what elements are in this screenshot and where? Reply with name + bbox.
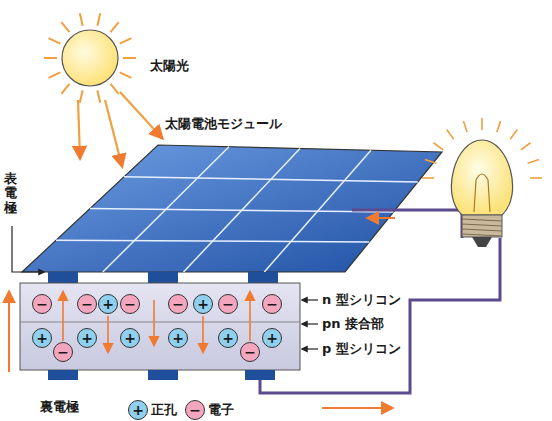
legend-text: 電子	[208, 402, 234, 418]
p-layer-label: p 型シリコン	[322, 341, 401, 357]
carrier-sign: −	[222, 295, 234, 313]
carrier-circle: +	[77, 328, 97, 348]
carrier-sign: −	[266, 295, 278, 313]
carrier-sign: −	[36, 295, 48, 313]
carrier-sign: −	[57, 343, 69, 361]
carrier-circle: −	[218, 294, 238, 314]
module-label: 太陽電池モジュール	[165, 116, 282, 132]
back-electrodes	[48, 370, 275, 380]
carrier-arrows	[63, 292, 250, 352]
carrier-circle: −	[32, 294, 52, 314]
carrier-sign: +	[36, 329, 48, 347]
carrier-sign: +	[222, 329, 234, 347]
sun-rays	[44, 13, 136, 103]
carrier-circle: +	[262, 328, 282, 348]
front-electrodes	[48, 272, 278, 283]
legend-sign: +	[128, 401, 148, 419]
pn-junction-line	[20, 322, 300, 323]
carrier-sign: +	[172, 329, 184, 347]
carrier-circle: +	[120, 328, 140, 348]
carrier-sign: +	[197, 295, 209, 313]
light-label: 太陽光	[150, 58, 189, 74]
carrier-circle: +	[193, 294, 213, 314]
carrier-circle: −	[168, 294, 188, 314]
front-electrode-label: 表電極	[4, 172, 17, 215]
carrier-circle: +	[98, 294, 118, 314]
current-arrows	[9, 218, 395, 408]
carrier-sign: +	[81, 329, 93, 347]
carrier-sign: −	[81, 295, 93, 313]
carrier-sign: +	[124, 329, 136, 347]
legend-sign: −	[185, 401, 205, 419]
back-electrode-label: 裏電極	[40, 399, 79, 415]
carrier-circle: −	[262, 294, 282, 314]
junction-label: pn 接合部	[322, 316, 384, 332]
carrier-sign: +	[102, 295, 114, 313]
leader-arrows	[12, 226, 318, 349]
light-bulb	[451, 140, 512, 247]
sun	[62, 30, 118, 86]
carrier-circle: +	[32, 328, 52, 348]
carrier-circle: +	[218, 328, 238, 348]
carrier-circle: −	[120, 294, 140, 314]
carrier-sign: −	[124, 295, 136, 313]
carrier-circle: −	[240, 342, 260, 362]
carrier-sign: −	[172, 295, 184, 313]
n-layer-label: n 型シリコン	[322, 292, 401, 308]
carrier-sign: +	[266, 329, 278, 347]
legend-text: 正孔	[151, 402, 177, 418]
carrier-circle: −	[53, 342, 73, 362]
carrier-circle: +	[168, 328, 188, 348]
carrier-sign: −	[244, 343, 256, 361]
carrier-circle: −	[77, 294, 97, 314]
cell-cross-section	[20, 283, 300, 370]
